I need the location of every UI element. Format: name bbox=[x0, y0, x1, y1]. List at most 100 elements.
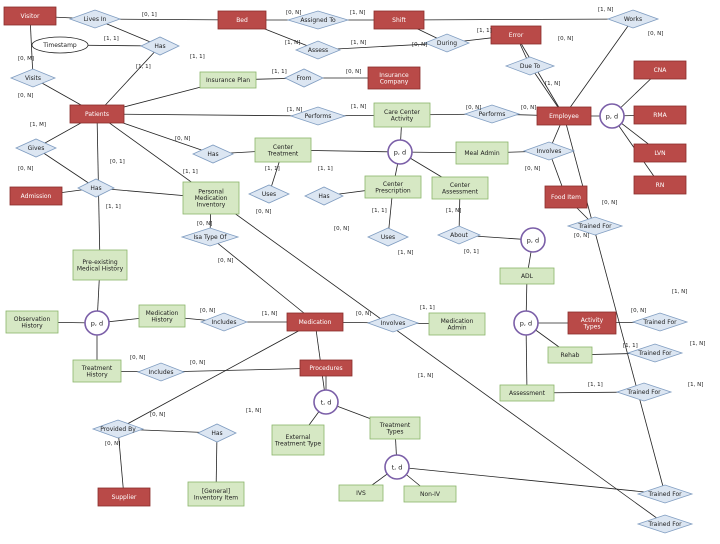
cardinality-label: [0, N] bbox=[18, 166, 33, 172]
pd-activity-label: p, d bbox=[520, 319, 532, 327]
error-label: Error bbox=[509, 32, 524, 39]
provided-by-diamond bbox=[91, 419, 145, 439]
rn-box bbox=[633, 175, 687, 195]
supplier-entity: Supplier bbox=[97, 487, 151, 507]
trained-for-6-relationship: Trained For bbox=[636, 514, 694, 534]
has-mid-diamond bbox=[304, 186, 344, 206]
during-relationship: During bbox=[423, 33, 471, 53]
cardinality-label: [1, N] bbox=[418, 373, 433, 379]
gives-relationship: Gives bbox=[15, 138, 57, 158]
has-mid-relationship: Has bbox=[304, 186, 344, 206]
pd-history-specialization: p, d bbox=[84, 310, 110, 336]
cardinality-label: [0, N] bbox=[521, 105, 536, 111]
employee-box bbox=[536, 106, 592, 126]
visits-label: Visits bbox=[25, 75, 41, 82]
error-entity: Error bbox=[490, 25, 542, 45]
visits-relationship: Visits bbox=[9, 68, 57, 88]
supplier-label: Supplier bbox=[112, 494, 137, 501]
involves-top-label: Involves bbox=[537, 148, 562, 155]
trained-for-3-relationship: Trained For bbox=[626, 343, 684, 363]
cardinality-label: [0, N] bbox=[190, 360, 205, 366]
shift-label: Shift bbox=[392, 17, 406, 24]
adl-label: ADL bbox=[521, 273, 534, 280]
cardinality-label: [0, N] bbox=[334, 226, 349, 232]
center-prescription-box bbox=[364, 175, 422, 199]
includes-1-label: Includes bbox=[212, 319, 237, 326]
uses-mid-label: Uses bbox=[381, 234, 395, 241]
cardinality-label: [1, 1] bbox=[477, 28, 492, 34]
cardinality-label: [0, M] bbox=[18, 56, 34, 62]
food-item-entity: Food Item bbox=[544, 185, 588, 209]
cna-box bbox=[633, 60, 687, 80]
medication-entity: Medication bbox=[286, 312, 344, 332]
cardinality-label: [0, N] bbox=[466, 105, 481, 111]
has-admission-label: Has bbox=[90, 185, 101, 192]
td-treatment-label: t, d bbox=[392, 463, 403, 471]
visitor-label: Visitor bbox=[21, 13, 40, 20]
external-treatment-type-box bbox=[271, 424, 325, 456]
cardinality-label: [1, 1] bbox=[588, 382, 603, 388]
trained-for-4-label: Trained For bbox=[626, 389, 661, 396]
bed-box bbox=[217, 10, 267, 30]
involves-med-diamond bbox=[366, 313, 420, 333]
cardinality-label: [1, N] bbox=[262, 311, 277, 317]
connector-shift-works bbox=[398, 18, 634, 21]
trained-for-6-diamond bbox=[636, 514, 694, 534]
cardinality-label: [1, N] bbox=[351, 104, 366, 110]
center-treatment-box bbox=[254, 137, 312, 163]
trained-for-5-diamond bbox=[636, 484, 694, 504]
has-center-diamond bbox=[192, 144, 234, 164]
has-center-label: Has bbox=[207, 151, 218, 158]
provided-by-label: Provided By bbox=[100, 426, 136, 433]
pd-center-specialization: p, d bbox=[387, 139, 413, 165]
cardinality-label: [0, N] bbox=[286, 10, 301, 16]
supplier-box bbox=[97, 487, 151, 507]
duetto-diamond bbox=[504, 56, 556, 76]
assess-relationship: Assess bbox=[294, 40, 342, 60]
td-medication-specialization: t, d bbox=[313, 389, 339, 415]
procedures-entity: Procedures bbox=[299, 359, 353, 377]
performs-patient-label: Performs bbox=[305, 113, 332, 120]
food-item-box bbox=[544, 185, 588, 209]
pd-about-circle bbox=[520, 227, 546, 253]
works-diamond bbox=[606, 9, 660, 29]
cardinality-label: [1, N] bbox=[398, 250, 413, 256]
cardinality-label: [1, 1] bbox=[272, 69, 287, 75]
lvn-label: LVN bbox=[654, 150, 665, 157]
lvn-entity: LVN bbox=[633, 143, 687, 163]
lives-in-relationship: Lives In bbox=[68, 9, 122, 29]
performs-patient-relationship: Performs bbox=[289, 106, 347, 126]
connector-assess-during bbox=[317, 42, 448, 51]
non-iv-box bbox=[403, 485, 457, 503]
involves-med-relationship: Involves bbox=[366, 313, 420, 333]
cardinality-label: [0, 1] bbox=[110, 159, 125, 165]
has-inventory-diamond bbox=[197, 423, 237, 443]
isa-type-of-relationship: Isa Type Of bbox=[180, 227, 240, 247]
cardinality-label: [0, N] bbox=[412, 42, 427, 48]
general-inventory-item-label: [General]Inventory Item bbox=[194, 488, 238, 502]
cardinality-label: [0, N] bbox=[346, 69, 361, 75]
adl-box bbox=[499, 267, 555, 285]
connector-td-treatment-trained-for-5 bbox=[396, 466, 666, 495]
cardinality-label: [1, 1] bbox=[106, 204, 121, 210]
bed-entity: Bed bbox=[217, 10, 267, 30]
connector-provided-by-supplier bbox=[117, 428, 125, 498]
visitor-box bbox=[3, 6, 57, 26]
cardinality-labels: [0, 1] [0, N] [1, N] [1, N] [1, 1] [1, N] [1, … bbox=[18, 7, 705, 447]
cardinality-label: [1, 1] bbox=[190, 54, 205, 60]
rma-label: RMA bbox=[653, 112, 667, 119]
cardinality-label: [1, 1] bbox=[104, 36, 119, 42]
pd-history-label: p, d bbox=[91, 319, 103, 327]
